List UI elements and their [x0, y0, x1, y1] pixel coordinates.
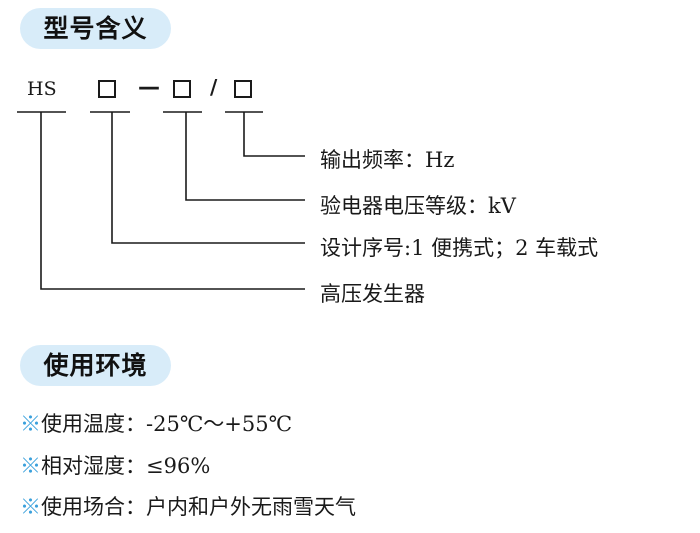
reference-mark-icon: ※	[20, 495, 41, 519]
model-prefix: HS	[27, 78, 57, 100]
desc-design-number: 设计序号:1 便携式；2 车载式	[320, 236, 599, 260]
desc-high-voltage-generator: 高压发生器	[320, 282, 425, 306]
env-item-location: ※使用场合：户内和户外无雨雪天气	[20, 491, 356, 521]
model-slash: /	[210, 75, 218, 99]
leader-generator	[40, 112, 305, 290]
env-item-temperature: ※使用温度：-25℃～+55℃	[20, 408, 292, 438]
model-dash: —	[138, 75, 160, 100]
placeholder-box-output-frequency	[234, 80, 252, 98]
desc-voltage-level: 验电器电压等级：kV	[320, 194, 516, 218]
leader-design	[111, 112, 305, 244]
placeholder-box-design-number	[98, 80, 116, 98]
leader-frequency	[243, 112, 305, 157]
env-item-text: 相对湿度：≤96%	[41, 454, 211, 478]
desc-output-frequency: 输出频率：Hz	[320, 148, 455, 172]
leader-voltage	[185, 112, 305, 201]
reference-mark-icon: ※	[20, 454, 41, 478]
section-title-environment: 使用环境	[20, 345, 171, 386]
reference-mark-icon: ※	[20, 412, 41, 436]
env-item-humidity: ※相对湿度：≤96%	[20, 450, 210, 480]
env-item-text: 使用温度：-25℃～+55℃	[41, 412, 293, 436]
env-item-text: 使用场合：户内和户外无雨雪天气	[41, 495, 356, 519]
placeholder-box-voltage-level	[173, 80, 191, 98]
section-title-model-meaning: 型号含义	[20, 8, 171, 49]
